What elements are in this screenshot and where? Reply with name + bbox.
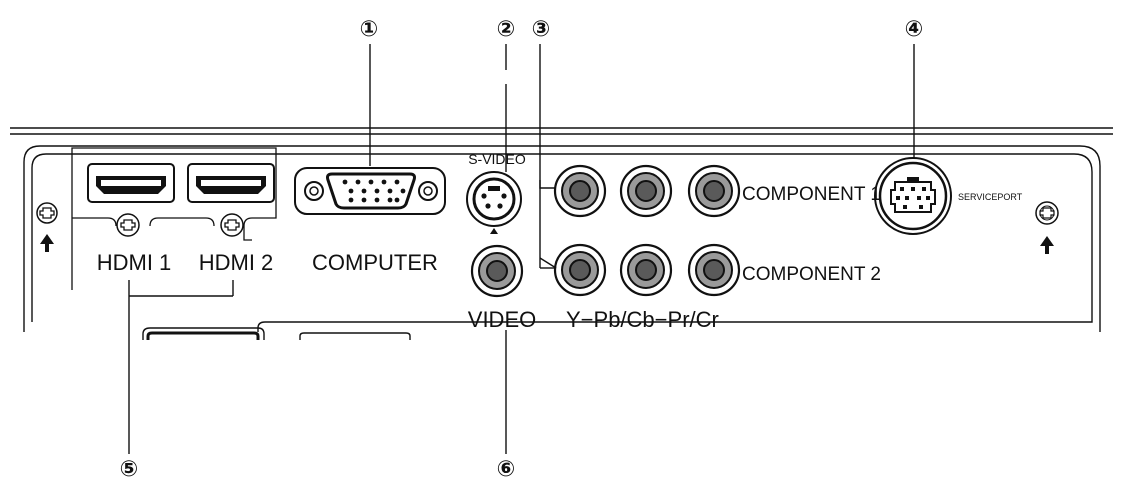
component1-jacks [553, 164, 741, 218]
label-hdmi1: HDMI 1 [97, 250, 172, 275]
hdmi-port-1 [87, 163, 175, 203]
callout-3: ③ [532, 17, 551, 42]
label-hdmi2: HDMI 2 [199, 250, 274, 275]
callout-6: ⑥ [497, 457, 516, 482]
callout-leaders [128, 44, 915, 454]
vga-port [294, 167, 446, 215]
panel-screw-left [36, 202, 58, 224]
service-port [874, 157, 952, 235]
label-ypbpr: Y−Pb/Cb−Pr/Cr [566, 307, 719, 332]
arrow-up-icon-right [1040, 236, 1054, 254]
label-serviceport: SERVICEPORT [958, 192, 1023, 202]
label-component2: COMPONENT 2 [742, 264, 881, 285]
label-component1: COMPONENT 1 [742, 184, 881, 205]
callout-5: ⑤ [120, 457, 139, 482]
label-video: VIDEO [468, 307, 536, 332]
video-rca-jack [470, 244, 524, 298]
hdmi-recess [71, 147, 277, 290]
callout-1: ① [360, 17, 379, 42]
hdmi-screw-2 [220, 213, 244, 237]
callout-2: ② [497, 17, 516, 42]
label-svideo: S-VIDEO [468, 151, 526, 167]
panel-bottom-features [142, 327, 411, 340]
component-link-lines [539, 180, 555, 189]
label-computer: COMPUTER [312, 250, 438, 275]
component2-jacks [553, 243, 741, 297]
callout-4: ④ [905, 17, 924, 42]
panel-screw-right [1035, 201, 1059, 225]
chassis-top-edge [10, 127, 1113, 135]
arrow-up-icon [40, 234, 54, 252]
hdmi-screw-1 [116, 213, 140, 237]
hdmi-port-2 [187, 163, 275, 203]
panel-outline [23, 145, 1101, 332]
svideo-port [466, 171, 522, 234]
